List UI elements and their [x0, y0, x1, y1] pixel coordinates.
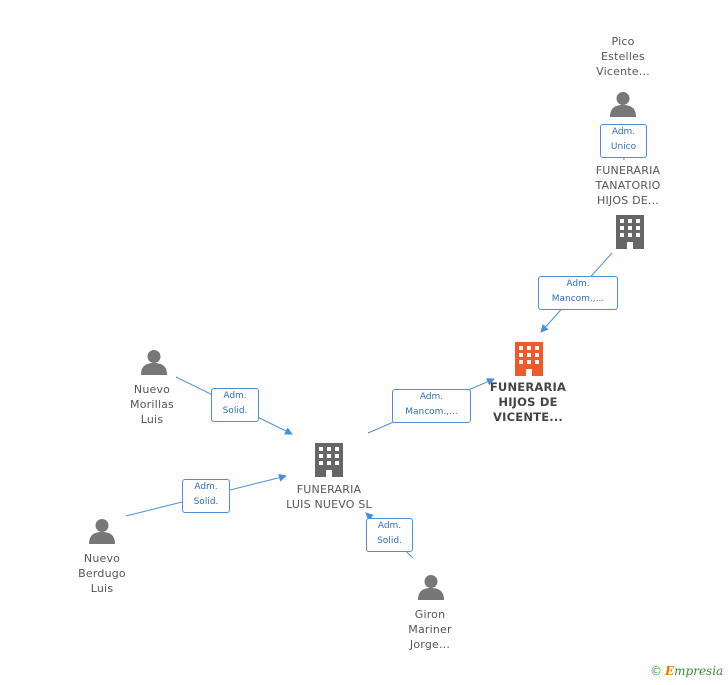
edge-role-line-1: Adm.: [194, 482, 218, 492]
luis-nuevo-name-line-2: LUIS NUEVO SL: [286, 498, 372, 511]
edge-role-line-2: Solid.: [193, 497, 219, 507]
node-label-berdugo[interactable]: Nuevo Berdugo Luis: [62, 551, 142, 596]
empresia-watermark: ©Empresia: [650, 664, 723, 678]
hijos-name-line-2: HIJOS DE: [498, 395, 558, 409]
tanatorio-name-line-3: HIJOS DE...: [596, 194, 659, 207]
tanatorio-name-line-1: FUNERARIA: [595, 164, 661, 177]
edge-role-line-1: Adm.: [419, 392, 444, 402]
building-icon-tanatorio[interactable]: [616, 215, 644, 249]
edge-label-berdugo-luisnuevo[interactable]: Adm. Solid.: [182, 479, 230, 513]
person-icon-morillas[interactable]: [141, 350, 167, 375]
node-label-luis-nuevo[interactable]: FUNERARIA LUIS NUEVO SL: [274, 482, 384, 512]
morillas-name-line-2: Morillas: [130, 398, 174, 411]
node-label-hijos[interactable]: FUNERARIA HIJOS DE VICENTE...: [484, 380, 572, 425]
giron-name-line-1: Giron: [414, 608, 446, 621]
pico-name-line-1: Pico: [611, 35, 635, 48]
hijos-name-line-1: FUNERARIA: [489, 380, 567, 394]
person-icon-berdugo[interactable]: [89, 519, 115, 544]
pico-name-line-2: Estelles: [601, 50, 645, 63]
giron-name-line-3: Jorge...: [409, 638, 451, 651]
edge-label-tanatorio-hijos[interactable]: Adm. Mancom.,...: [538, 276, 618, 310]
berdugo-name-line-3: Luis: [90, 582, 114, 595]
node-label-tanatorio[interactable]: FUNERARIA TANATORIO HIJOS DE...: [584, 163, 672, 208]
morillas-name-line-3: Luis: [140, 413, 164, 426]
copyright-symbol: ©: [650, 664, 662, 678]
hijos-name-line-3: VICENTE...: [493, 410, 563, 424]
brand-initial: E: [665, 664, 675, 678]
building-icon-luis-nuevo[interactable]: [315, 443, 343, 477]
luis-nuevo-name-line-1: FUNERARIA: [296, 483, 362, 496]
giron-name-line-2: Mariner: [408, 623, 452, 636]
pico-name-line-3: Vicente...: [596, 65, 650, 78]
berdugo-name-line-2: Berdugo: [78, 567, 126, 580]
node-label-pico[interactable]: Pico Estelles Vicente...: [583, 34, 663, 79]
person-icon-pico[interactable]: [610, 92, 636, 117]
edge-label-pico-tanatorio[interactable]: Adm. Unico: [600, 124, 647, 158]
morillas-name-line-1: Nuevo: [133, 383, 171, 396]
edge-label-giron-luisnuevo[interactable]: Adm. Solid.: [366, 518, 413, 552]
edge-role-line-2: Solid.: [377, 536, 402, 546]
node-label-giron[interactable]: Giron Mariner Jorge...: [390, 607, 470, 652]
edge-role-line-1: Adm.: [566, 279, 590, 289]
edge-role-line-2: Unico: [610, 142, 637, 152]
edge-role-line-1: Adm.: [377, 521, 402, 531]
edge-role-line-1: Adm.: [611, 127, 636, 137]
person-icon-giron[interactable]: [418, 575, 444, 600]
tanatorio-name-line-2: TANATORIO: [595, 179, 661, 192]
edge-role-line-1: Adm.: [223, 391, 247, 401]
edge-role-line-2: Mancom.,...: [405, 407, 458, 417]
edge-role-line-2: Solid.: [222, 406, 248, 416]
edge-label-morillas-luisnuevo[interactable]: Adm. Solid.: [211, 388, 259, 422]
node-label-morillas[interactable]: Nuevo Morillas Luis: [112, 382, 192, 427]
edge-role-line-2: Mancom.,...: [551, 294, 605, 304]
berdugo-name-line-1: Nuevo: [83, 552, 121, 565]
brand-name: mpresia: [674, 664, 724, 678]
building-icon-hijos[interactable]: [515, 342, 543, 376]
edge-label-luisnuevo-hijos[interactable]: Adm. Mancom.,...: [392, 389, 471, 423]
